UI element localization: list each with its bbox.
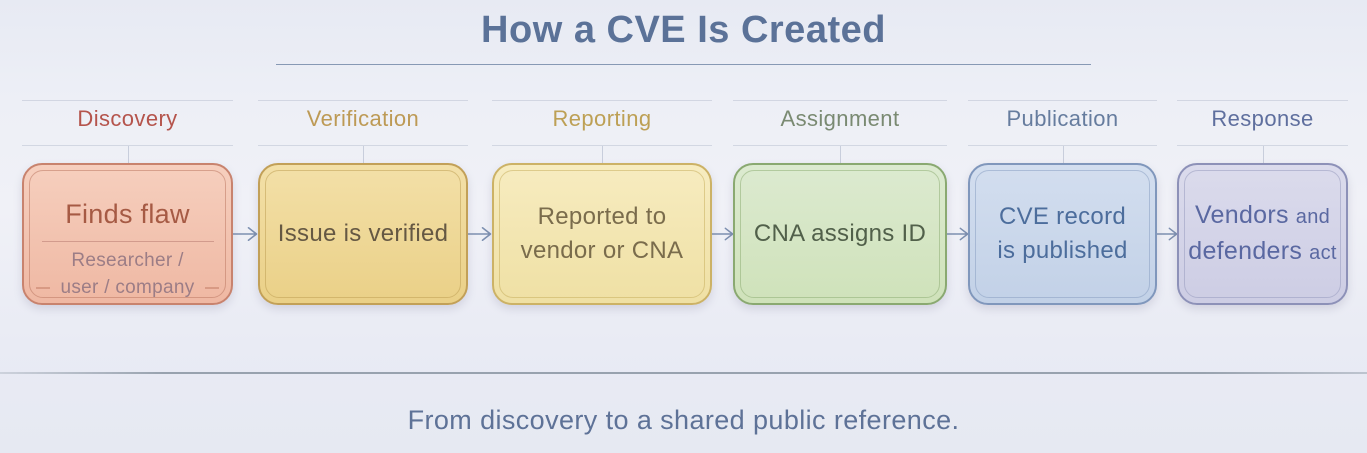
flow-arrow [466,94,492,244]
stage-header: Response [1177,94,1348,163]
box-text-group: Vendors and defenders act [1179,165,1346,303]
flow-arrow [231,94,258,244]
stage-label: Discovery [77,106,178,131]
caption: From discovery to a shared public refere… [407,405,960,435]
box-text-word: and [1295,206,1331,228]
box-text-group: Reported to vendor or CNA [494,165,710,303]
box-subtext-line: user / company [60,277,195,298]
stage-label: Verification [306,106,420,131]
label-rule-bottom [968,145,1157,146]
stage-label: Assignment [780,106,900,131]
stage-label: Publication [1006,106,1119,131]
label-rule-bottom [733,145,947,146]
label-connector-line [1262,146,1264,163]
stage-label: Response [1211,106,1314,131]
stage-header: Verification [258,94,468,163]
stage-verification: Verification Issue is verified [258,94,468,305]
box-text-word: act [1309,242,1337,264]
stage-box: Finds flaw Researcher / user / company [22,163,233,305]
label-connector-line [840,146,841,163]
box-text-group: Issue is verified [260,165,466,303]
stage-header: Assignment [733,94,947,163]
box-subtext: user / company [26,277,228,299]
box-text-word: Vendors [1194,201,1289,229]
box-text: CVE record [998,203,1127,230]
box-text: vendor or CNA [520,237,684,264]
label-rule-top [733,100,947,101]
box-text: Vendors and [1195,198,1330,234]
box-text: Finds flaw [65,199,190,229]
stage-discovery: Discovery Finds flaw Researcher / user /… [22,94,233,305]
label-rule-top [258,100,468,101]
box-text: CNA assigns ID [753,220,927,247]
box-text-word: defenders [1188,237,1303,265]
flow-arrow [1154,94,1178,244]
label-connector-line [127,146,129,163]
stage-reporting: Reporting Reported to vendor or CNA [492,94,712,305]
stage-box: Vendors and defenders act [1177,163,1348,305]
stage-box: CNA assigns ID [733,163,947,305]
box-text: defenders act [1188,234,1336,270]
flow-arrow [944,94,968,244]
arrow-right-icon [466,227,492,241]
label-rule-bottom [258,145,468,146]
arrow-right-icon [1154,227,1178,241]
arrow-right-icon [231,227,257,241]
stage-box: Reported to vendor or CNA [492,163,712,305]
label-rule-bottom [22,145,233,146]
label-rule-bottom [492,145,712,146]
stage-header: Publication [968,94,1157,163]
stage-header: Reporting [492,94,712,163]
box-text: is published [997,237,1128,264]
label-rule-bottom [1177,145,1348,146]
arrow-right-icon [944,227,968,241]
label-rule-top [968,100,1157,101]
border-dash [36,287,51,289]
box-text-group: CVE record is published [970,165,1155,303]
stage-response: Response Vendors and defenders act [1177,94,1348,305]
stage-publication: Publication CVE record is published [968,94,1157,305]
flow-arrow [709,94,733,244]
stage-box: CVE record is published [968,163,1157,305]
title-underline [276,64,1091,65]
arrow-right-icon [709,227,733,241]
border-dash [204,287,219,289]
label-rule-top [22,100,233,101]
box-subtext: Researcher / [71,250,184,271]
stage-box: Issue is verified [258,163,468,305]
bottom-divider [0,372,1367,374]
box-text-group: CNA assigns ID [735,165,945,303]
box-text: Reported to [537,203,667,230]
flow-diagram: Discovery Finds flaw Researcher / user /… [0,94,1367,305]
stage-header: Discovery [22,94,233,163]
label-rule-top [492,100,712,101]
box-text: Issue is verified [277,220,449,247]
label-connector-line [602,146,603,163]
box-divider [41,241,214,242]
label-connector-line [363,146,364,163]
page-title: How a CVE Is Created [481,9,886,51]
stage-label: Reporting [552,106,652,131]
label-rule-top [1177,100,1348,101]
label-connector-line [1062,146,1064,163]
stage-assignment: Assignment CNA assigns ID [733,94,947,305]
